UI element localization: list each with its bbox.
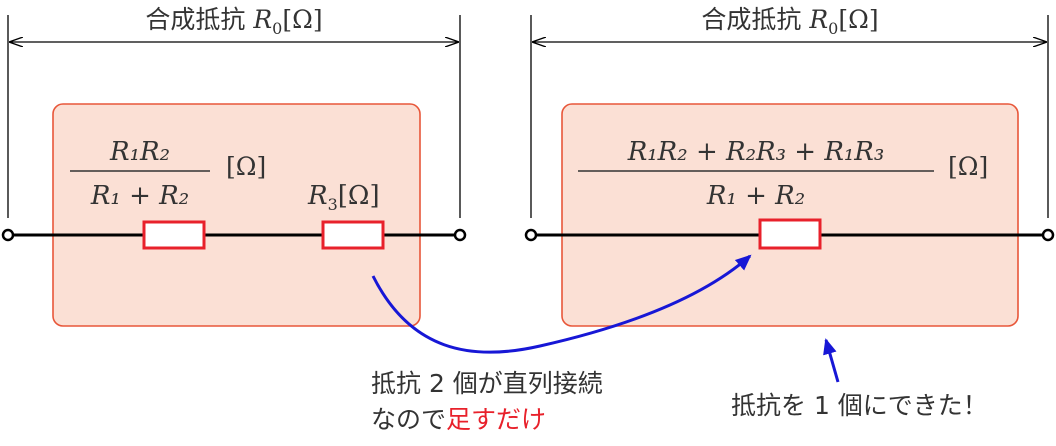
r3-label: R3[Ω] [307,181,380,214]
right-circuit: 合成抵抗 R0[Ω] R₁R₂ + R₂R₃ + R₁R₃ R₁ + R₂ [Ω… [524,5,1055,327]
right-formula-denominator: R₁ + R₂ [706,181,805,211]
left-formula-unit: [Ω] [226,152,266,181]
left-terminal-left [1,228,15,242]
left-formula-denominator: R₁ + R₂ [90,181,189,211]
right-terminal-left [524,228,538,242]
right-formula-unit: [Ω] [948,152,988,181]
combine-arrow [371,254,752,354]
left-resistor-combined [142,220,206,250]
series-note-line2: なので足すだけ [371,405,546,434]
right-combined-box [561,103,1019,327]
series-note-line1: 抵抗 2 個が直列接続 [371,369,603,398]
right-terminal-right [1041,228,1055,242]
left-circuit: 合成抵抗 R0[Ω] R₁R₂ R₁ + R₂ [Ω] R3[Ω] [1,5,467,327]
left-title: 合成抵抗 R0[Ω] [145,5,322,38]
left-formula-numerator: R₁R₂ [109,137,170,167]
left-resistor-r3 [321,220,385,250]
right-formula-numerator: R₁R₂ + R₂R₃ + R₁R₃ [627,137,885,167]
right-title: 合成抵抗 R0[Ω] [701,5,878,38]
left-combined-box [52,103,421,327]
result-arrow [823,338,840,383]
result-note: 抵抗を 1 個にできた！ [731,391,988,420]
left-terminal-right [453,228,467,242]
right-resistor-combined [758,218,822,250]
